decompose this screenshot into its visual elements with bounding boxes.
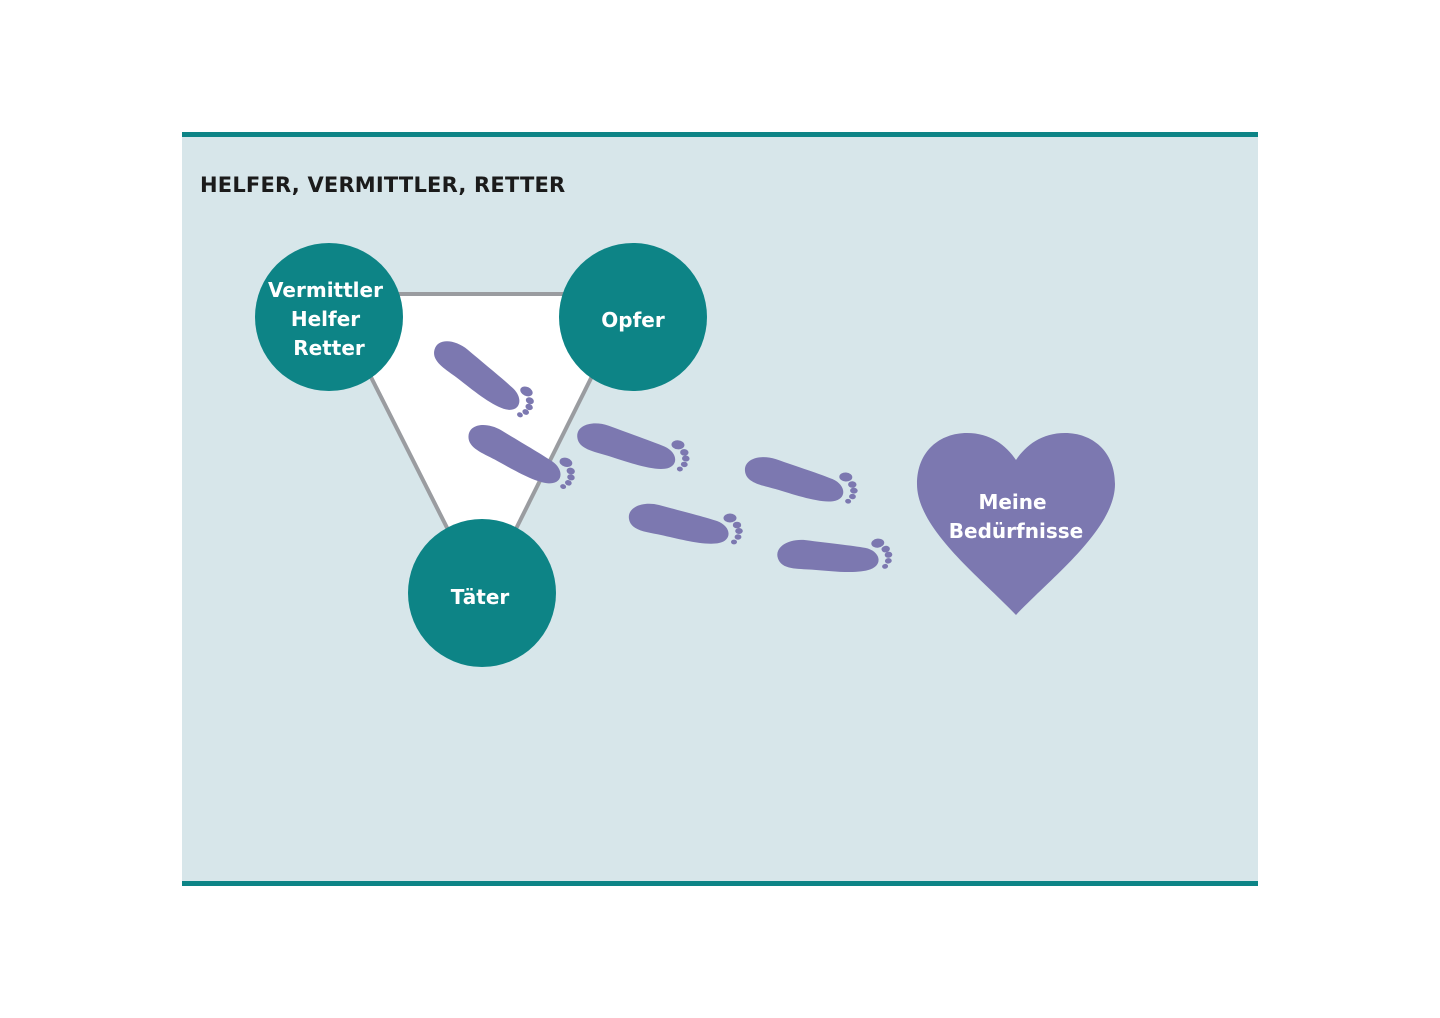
footprint-4 (628, 503, 743, 545)
heart-shape (917, 433, 1115, 615)
footprint-6 (775, 527, 895, 584)
heart-label: Meine Bedürfnisse (949, 490, 1083, 543)
footprint-3 (574, 421, 692, 473)
node-opfer-label: Opfer (601, 308, 665, 332)
node-taeter-circle (408, 519, 556, 667)
node-vermittler-label: Vermittler Helfer Retter (268, 278, 390, 360)
diagram-title: HELFER, VERMITTLER, RETTER (200, 173, 566, 197)
diagram-panel: HELFER, VERMITTLER, RETTER (182, 132, 1258, 886)
node-opfer-circle (559, 243, 707, 391)
footprint-5 (743, 455, 860, 505)
node-vermittler-circle (255, 243, 403, 391)
node-taeter-label: Täter (451, 585, 510, 609)
drama-triangle-diagram: Vermittler Helfer Retter Opfer Täter Mei… (255, 243, 1115, 667)
